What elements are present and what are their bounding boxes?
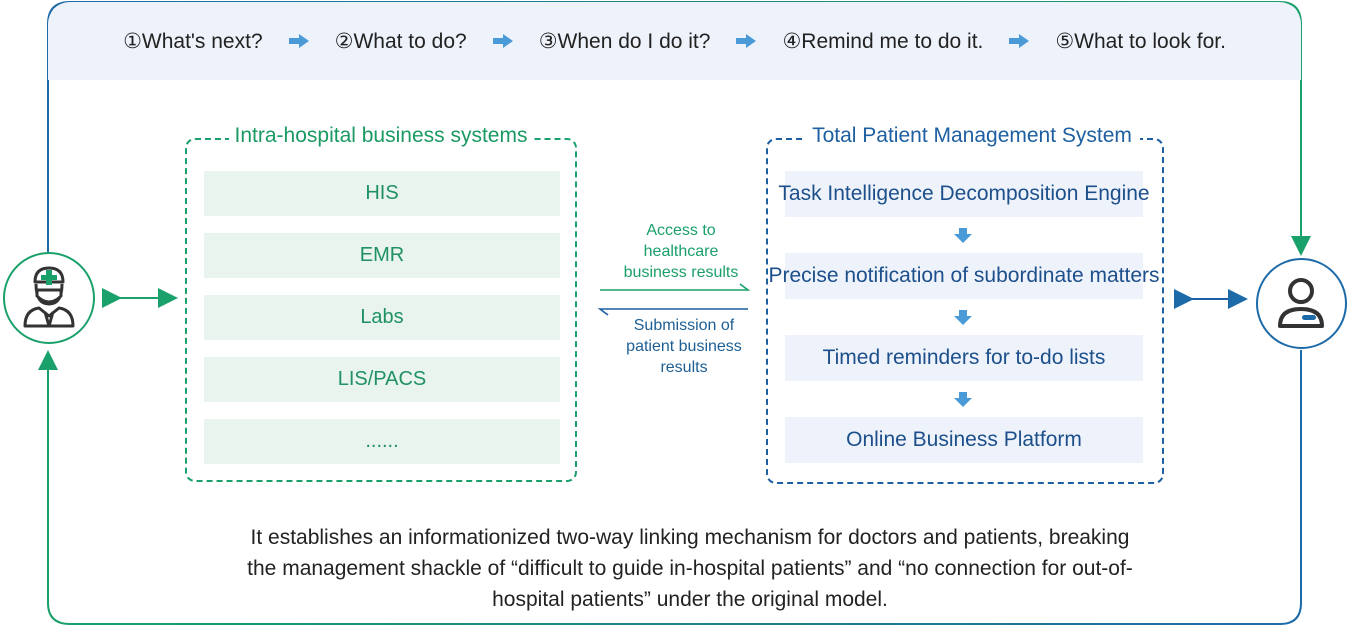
step-5: ⑤What to look for. <box>1055 29 1226 53</box>
patient-icon <box>1278 278 1324 328</box>
notification-block <box>785 253 1143 299</box>
system-item-labs: Labs <box>204 295 560 340</box>
system-item-emr: EMR <box>204 233 560 278</box>
system-item-lis-pacs: LIS/PACS <box>204 357 560 402</box>
submission-caption: Submission of patient business results <box>626 317 742 376</box>
access-arrow <box>600 283 751 291</box>
step-4: ④Remind me to do it. <box>782 29 984 53</box>
bottom-flow-line <box>38 350 1302 625</box>
step-arrow-icon <box>736 34 757 48</box>
step-arrow-icon <box>492 34 513 48</box>
engine-block <box>785 171 1143 217</box>
step-1: ①What's next? <box>123 29 263 53</box>
step-3: ③When do I do it? <box>538 29 711 53</box>
summary-text: It establishes an informationized two-wa… <box>247 526 1133 611</box>
submission-arrow <box>597 308 748 316</box>
doctor-avatar <box>3 252 95 344</box>
down-arrow-3 <box>954 392 972 407</box>
down-arrow-2 <box>954 310 972 325</box>
platform-block <box>785 417 1143 463</box>
engine-label: Task Intelligence Decomposition Engine <box>778 182 1150 205</box>
notification-label: Precise notification of subordinate matt… <box>768 264 1160 287</box>
system-item-more: ...... <box>204 419 560 464</box>
intra-hospital-title: Intra-hospital business systems <box>228 124 534 147</box>
intra-hospital-list: HIS EMR Labs LIS/PACS ...... <box>204 171 560 481</box>
steps-bar: ①What's next? ②What to do? ③When do I do… <box>48 2 1301 80</box>
down-arrow-1 <box>954 228 972 243</box>
patient-management-title: Total Patient Management System <box>804 124 1140 147</box>
doctor-icon <box>23 266 75 328</box>
reminder-block <box>785 335 1143 381</box>
step-2: ②What to do? <box>334 29 467 53</box>
step-arrow-icon <box>288 34 309 48</box>
step-arrow-icon <box>1009 34 1030 48</box>
reminder-label: Timed reminders for to-do lists <box>822 346 1106 369</box>
system-item-his: HIS <box>204 171 560 216</box>
access-caption: Access to healthcare business results <box>623 222 739 281</box>
platform-label: Online Business Platform <box>846 428 1082 451</box>
patient-avatar <box>1256 258 1347 349</box>
